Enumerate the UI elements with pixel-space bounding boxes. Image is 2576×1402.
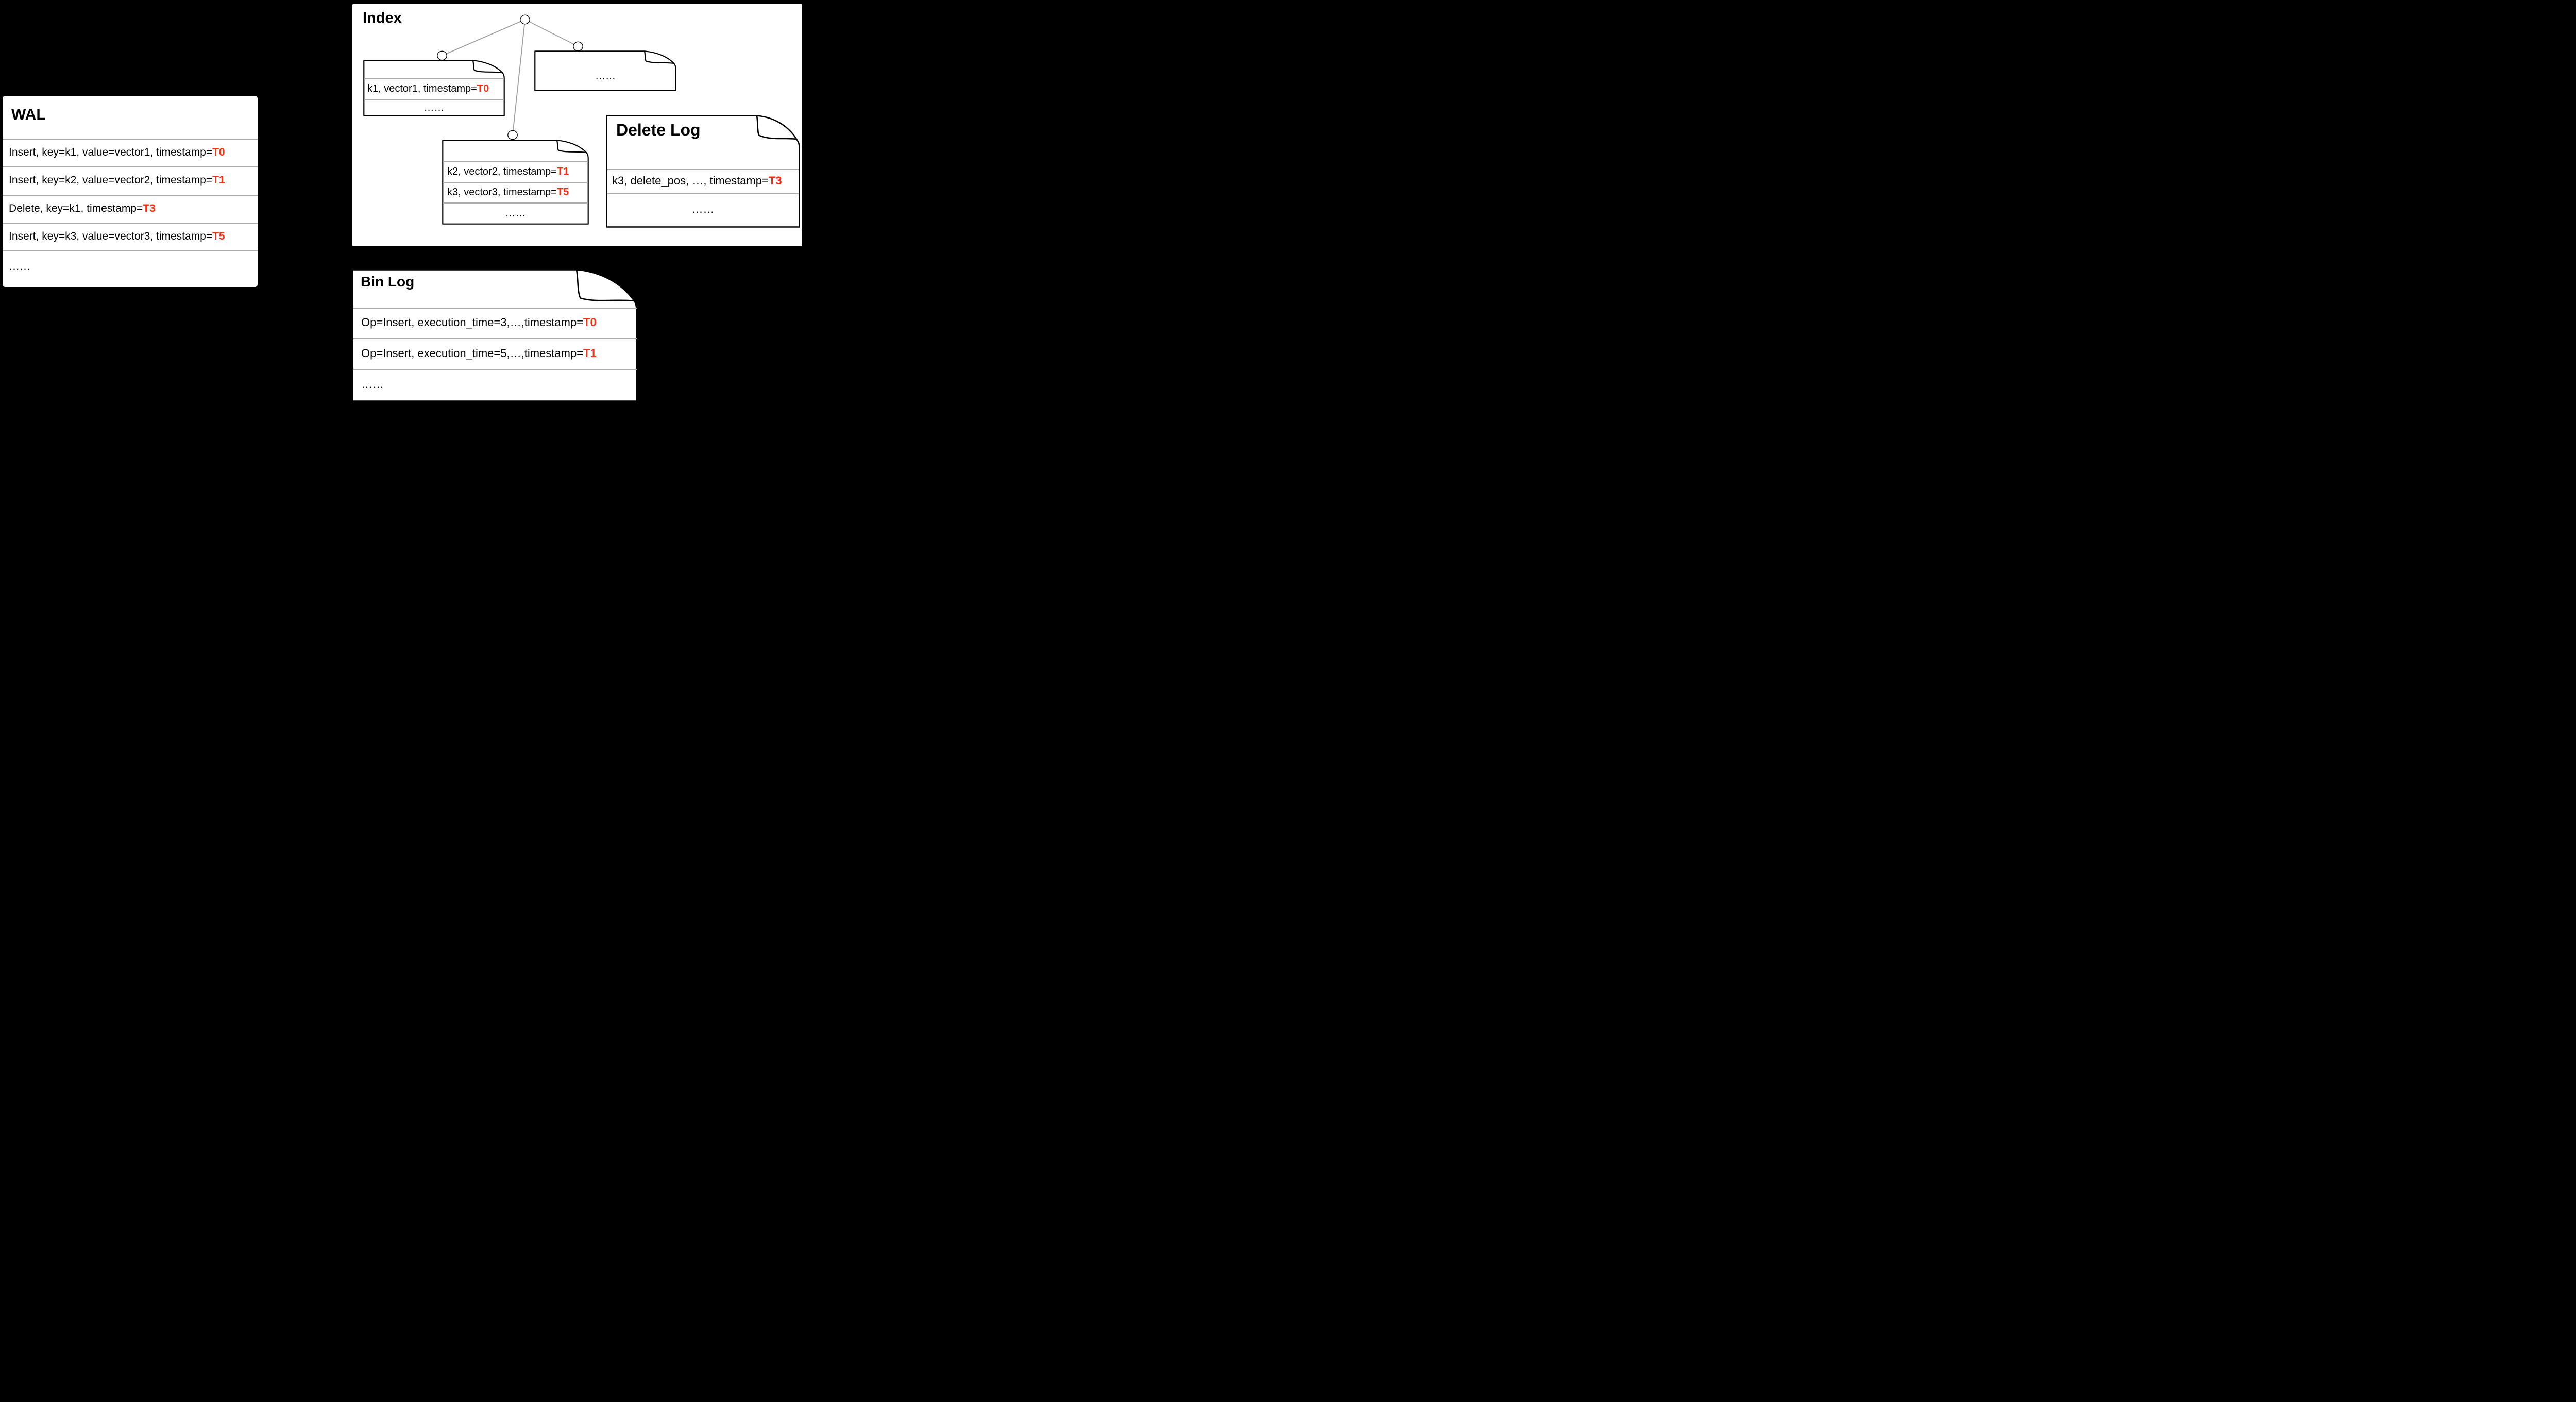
file-separator [353,308,637,309]
wal-row-text: Insert, key=k2, value=vector2, timestamp… [9,174,213,186]
timestamp-value: T0 [212,146,225,158]
index-segment-file-2: …… [534,50,676,91]
segment-ellipsis-row: …… [505,207,526,219]
tree-edge-line [442,19,526,56]
delete-log-document: Delete Log k3, delete_pos, …, timestamp=… [606,115,800,228]
file-separator [364,78,504,79]
document-shape [363,60,505,116]
wal-row: Insert, key=k3, value=vector3, timestamp… [3,229,258,244]
bin-log-row: Op=Insert, execution_time=3,…,timestamp=… [361,315,597,330]
file-separator [353,369,637,370]
wal-ellipsis-row: …… [9,261,30,273]
timestamp-value: T5 [212,230,225,242]
timestamp-value: T1 [556,165,569,177]
wal-panel: WAL Insert, key=k1, value=vector1, times… [3,96,258,287]
timestamp-value: T0 [477,82,489,94]
delete-log-row-text: k3, delete_pos, …, timestamp= [612,174,769,187]
delete-log-title: Delete Log [616,121,701,139]
wal-row-text: Insert, key=k3, value=vector3, timestamp… [9,230,213,242]
segment-row: k2, vector2, timestamp=T1 [447,165,569,178]
segment-ellipsis-row: …… [595,70,616,82]
document-outline [352,269,637,402]
segment-row: k1, vector1, timestamp=T0 [367,82,489,95]
document-fold-corner [472,60,503,74]
wal-row-text: Delete, key=k1, timestamp= [9,202,143,214]
bin-log-row-text: Op=Insert, execution_time=3,…,timestamp= [361,316,584,329]
file-separator [364,99,504,100]
wal-separator [3,223,258,224]
segment-row: k3, vector3, timestamp=T5 [447,185,569,199]
file-separator [443,161,588,162]
index-title: Index [363,10,402,26]
timestamp-value: T3 [768,174,782,187]
tree-edge-line [524,19,579,47]
document-fold-corner [643,50,675,64]
document-fold-corner [556,140,587,154]
index-segment-file-3: k2, vector2, timestamp=T1 k3, vector3, t… [442,140,589,225]
segment-row-text: k3, vector3, timestamp= [447,186,557,198]
document-fold-corner [756,115,798,140]
document-shape [352,269,637,402]
segment-row-text: k2, vector2, timestamp= [447,165,557,177]
timestamp-value: T3 [143,202,156,214]
timestamp-value: T0 [583,316,597,329]
delete-log-ellipsis-row: …… [691,202,715,215]
wal-row-text: Insert, key=k1, value=vector1, timestamp… [9,146,213,158]
timestamp-value: T1 [212,174,225,186]
index-segment-file-1: k1, vector1, timestamp=T0 …… [363,60,505,116]
timestamp-value: T1 [583,347,597,360]
delete-log-row: k3, delete_pos, …, timestamp=T3 [612,174,782,188]
bin-log-title: Bin Log [361,274,415,290]
bin-log-document: Bin Log Op=Insert, execution_time=3,…,ti… [352,269,637,402]
tree-edge-line [512,19,526,136]
file-separator [443,182,588,183]
diagram-canvas: WAL Insert, key=k1, value=vector1, times… [0,0,808,402]
wal-separator [3,195,258,196]
segment-ellipsis-row: …… [423,102,445,113]
index-panel: Index k1, vector1, timestamp=T0 …… [352,4,802,246]
bin-log-row: Op=Insert, execution_time=5,…,timestamp=… [361,346,597,361]
wal-row: Delete, key=k1, timestamp=T3 [3,201,258,216]
file-separator [607,169,799,170]
bin-log-ellipsis-row: …… [361,378,384,391]
wal-row: Insert, key=k2, value=vector2, timestamp… [3,173,258,188]
index-tree-edges [442,19,579,136]
timestamp-value: T5 [556,186,569,198]
wal-separator [3,166,258,167]
file-separator [443,202,588,204]
segment-row-text: k1, vector1, timestamp= [367,82,477,94]
file-separator [607,193,799,194]
wal-title: WAL [11,106,46,123]
document-shape [606,115,800,228]
wal-separator [3,250,258,251]
document-fold-corner [575,269,635,302]
document-shape [534,50,676,91]
file-separator [353,338,637,339]
wal-row: Insert, key=k1, value=vector1, timestamp… [3,145,258,160]
bin-log-row-text: Op=Insert, execution_time=5,…,timestamp= [361,347,584,360]
wal-separator [3,139,258,140]
